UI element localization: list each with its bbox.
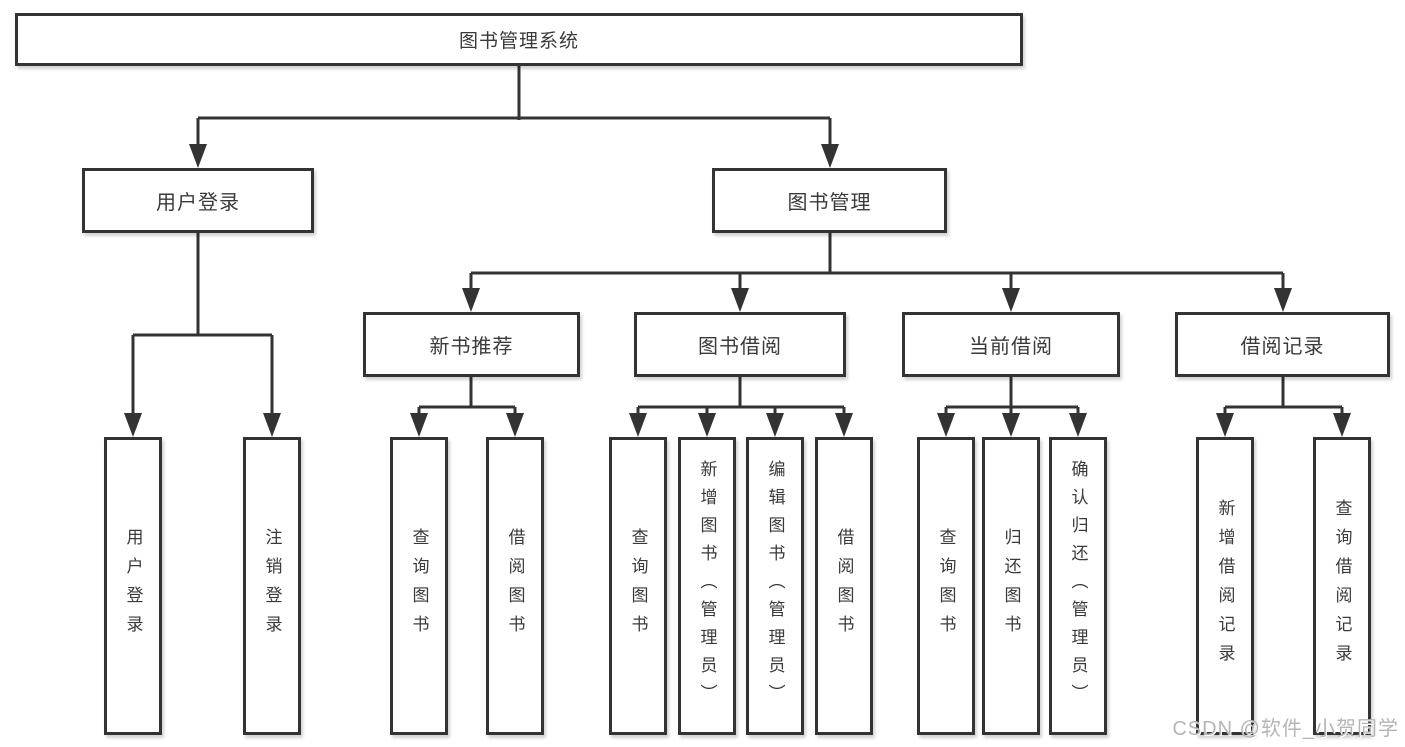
- leaf-label: 查询借阅记录: [1332, 499, 1352, 673]
- leaf-query-books: 查询图书: [390, 437, 448, 735]
- leaf-label: 借阅图书: [834, 528, 854, 644]
- leaf-add-borrow-record: 新增借阅记录: [1196, 437, 1254, 735]
- connector-root-to-l2: [196, 66, 832, 146]
- leaf-label: 确认归还（管理员）: [1068, 460, 1088, 712]
- node-new-book-recommend: 新书推荐: [363, 312, 580, 377]
- connector-mgmt-to-l3: [469, 233, 1285, 290]
- leaf-label: 查询图书: [936, 528, 956, 644]
- connector-records-to-leaves: [1223, 377, 1344, 416]
- connector-newbook-to-leaves: [417, 377, 517, 416]
- leaf-label: 查询图书: [409, 528, 429, 644]
- csdn-watermark: CSDN @软件_小贺同学: [1172, 718, 1399, 740]
- leaf-label: 注销登录: [262, 528, 282, 644]
- node-user-login: 用户登录: [82, 168, 314, 233]
- node-book-borrow: 图书借阅: [634, 312, 846, 377]
- leaf-label: 查询图书: [628, 528, 648, 644]
- leaf-label: 编辑图书（管理员）: [765, 460, 785, 712]
- leaf-query-books-borrow: 查询图书: [609, 437, 667, 735]
- leaf-label: 新增借阅记录: [1215, 499, 1235, 673]
- leaf-return-book: 归还图书: [982, 437, 1040, 735]
- leaf-query-books-current: 查询图书: [917, 437, 975, 735]
- node-borrow-records: 借阅记录: [1175, 312, 1390, 377]
- leaf-label: 借阅图书: [505, 528, 525, 644]
- leaf-logout: 注销登录: [243, 437, 301, 735]
- connector-current-to-leaves: [944, 377, 1080, 416]
- node-root-system: 图书管理系统: [15, 13, 1023, 66]
- leaf-label: 新增图书（管理员）: [697, 460, 717, 712]
- leaf-add-book-admin: 新增图书（管理员）: [678, 437, 736, 735]
- leaf-borrow-books-2: 借阅图书: [815, 437, 873, 735]
- leaf-edit-book-admin: 编辑图书（管理员）: [746, 437, 804, 735]
- leaf-label: 用户登录: [123, 528, 143, 644]
- node-current-borrow: 当前借阅: [902, 312, 1120, 377]
- leaf-query-borrow-record: 查询借阅记录: [1313, 437, 1371, 735]
- leaf-user-login: 用户登录: [104, 437, 162, 735]
- leaf-confirm-return-admin: 确认归还（管理员）: [1049, 437, 1107, 735]
- node-book-management: 图书管理: [712, 168, 947, 233]
- connector-borrow-to-leaves: [636, 377, 846, 416]
- leaf-borrow-books: 借阅图书: [486, 437, 544, 735]
- leaf-label: 归还图书: [1001, 528, 1021, 644]
- connector-login-to-leaves: [131, 233, 274, 416]
